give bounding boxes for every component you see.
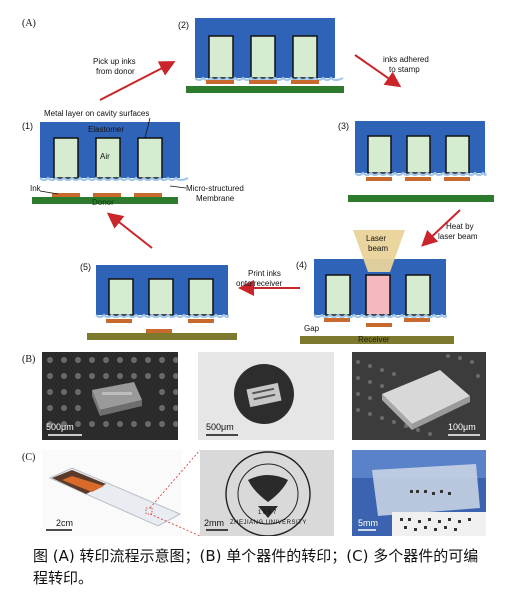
arrow-1-to-2 (99, 61, 176, 101)
heat-text-2: laser beam (438, 232, 478, 241)
donor-text: Donor (92, 198, 114, 207)
panel-label-a: (A) (22, 18, 36, 29)
zoom-lines (150, 449, 201, 537)
scale-b1: 500μm (46, 422, 74, 432)
arrow-5-to-1 (106, 212, 153, 249)
panel-label-b: (B) (22, 354, 36, 365)
metal-layer-text: Metal layer on cavity surfaces (44, 109, 150, 118)
scale-b2: 500μm (206, 422, 234, 432)
adhered-text-1: inks adhered (383, 55, 429, 64)
ink-text: Ink (30, 184, 41, 193)
panel-label-c: (C) (22, 452, 36, 463)
laser-text-2: beam (368, 244, 389, 253)
elastomer-text: Elastomer (88, 125, 125, 134)
scale-c1: 2cm (56, 518, 74, 528)
gap-text: Gap (304, 324, 320, 333)
step-3-label: (3) (338, 121, 349, 131)
step-4-label: (4) (296, 260, 307, 270)
membrane-text-1: Micro-structured (186, 184, 244, 193)
heat-text-1: Heat by (446, 222, 474, 231)
seal-year: 1 8 9 7 (258, 510, 277, 516)
photo-hand-held-chip: 5mm (352, 450, 486, 536)
stamp-step-5 (87, 265, 237, 340)
air-text: Air (100, 152, 110, 161)
step-1-label: (1) (22, 121, 33, 131)
pick-up-text-2: from donor (96, 67, 135, 76)
receiver-text: Receiver (358, 335, 390, 344)
stamp-step-1 (32, 117, 189, 204)
adhered-text-2: to stamp (389, 65, 420, 74)
photo-glass-slide: 2cm (42, 450, 182, 536)
scale-c3: 5mm (358, 518, 378, 528)
stamp-step-3 (348, 121, 494, 202)
seal-text: ZHEJIANG UNIVERSITY (230, 520, 307, 526)
step-5-label: (5) (80, 262, 91, 272)
print-text-2: onto receiver (236, 279, 283, 288)
arrow-2-to-3 (354, 54, 402, 88)
optical-image-device-on-disc: 500μm (198, 352, 334, 440)
laser-text-1: Laser (366, 234, 387, 243)
stamp-step-2 (186, 18, 344, 93)
photo-printed-seal-pattern: 1 8 9 7 ZHEJIANG UNIVERSITY 2mm (200, 450, 334, 536)
membrane-text-2: Membrane (196, 194, 235, 203)
scale-b3: 100μm (448, 422, 476, 432)
arrow-3-to-4 (421, 209, 461, 247)
stamp-process-diagram (32, 18, 494, 344)
sem-image-single-device-array: 500μm (42, 352, 178, 440)
sem-image-device-closeup: 100μm (352, 352, 486, 440)
print-text-1: Print inks (248, 269, 281, 278)
pick-up-text-1: Pick up inks (93, 57, 136, 66)
stamp-step-4 (300, 230, 454, 344)
figure-caption: 图 (A) 转印流程示意图；(B) 单个器件的转印；(C) 多个器件的可编程转印… (33, 547, 479, 587)
scale-c2: 2mm (204, 518, 224, 528)
step-2-label: (2) (178, 20, 189, 30)
